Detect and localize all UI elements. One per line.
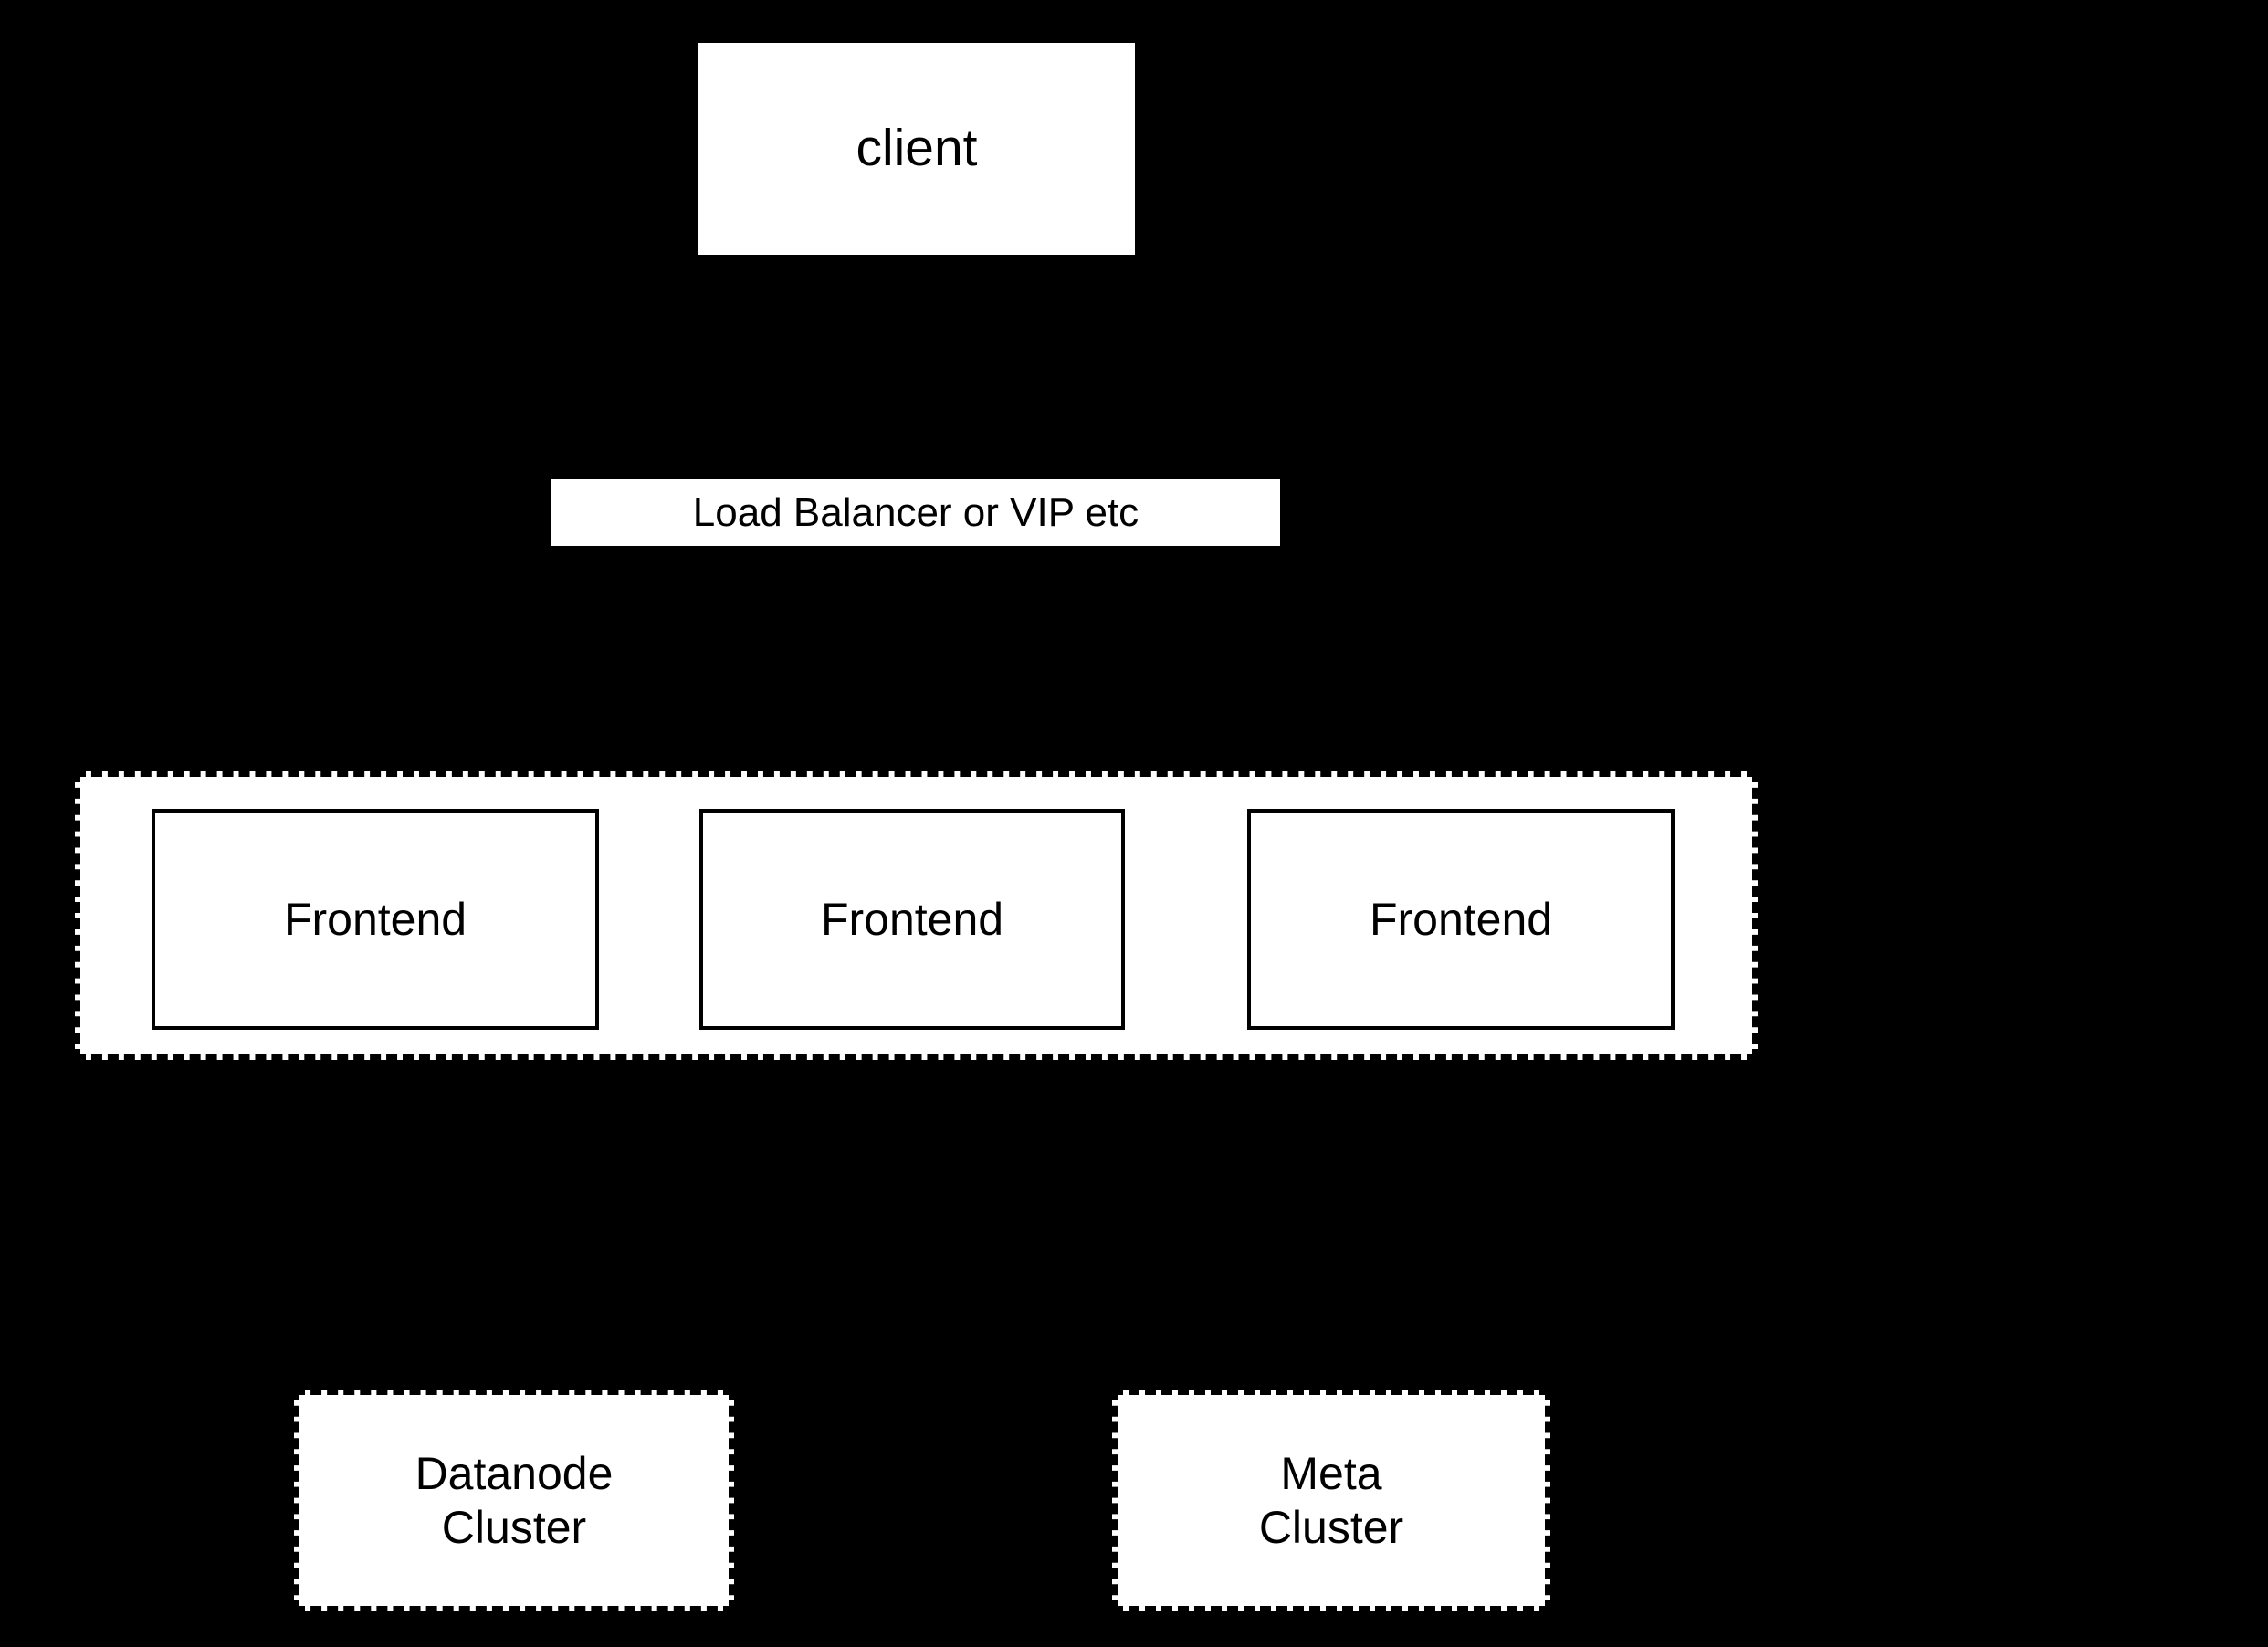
node-frontend-3[interactable]: Frontend xyxy=(1247,809,1675,1030)
node-client[interactable]: client xyxy=(698,43,1135,255)
node-load-balancer[interactable]: Load Balancer or VIP etc xyxy=(551,479,1280,546)
frontend-cluster-container[interactable]: Frontend Frontend Frontend xyxy=(75,771,1758,1060)
node-datanode-cluster[interactable]: Datanode Cluster xyxy=(294,1390,734,1611)
node-frontend-2[interactable]: Frontend xyxy=(699,809,1125,1030)
node-frontend-1[interactable]: Frontend xyxy=(152,809,599,1030)
node-meta-cluster[interactable]: Meta Cluster xyxy=(1112,1390,1550,1611)
